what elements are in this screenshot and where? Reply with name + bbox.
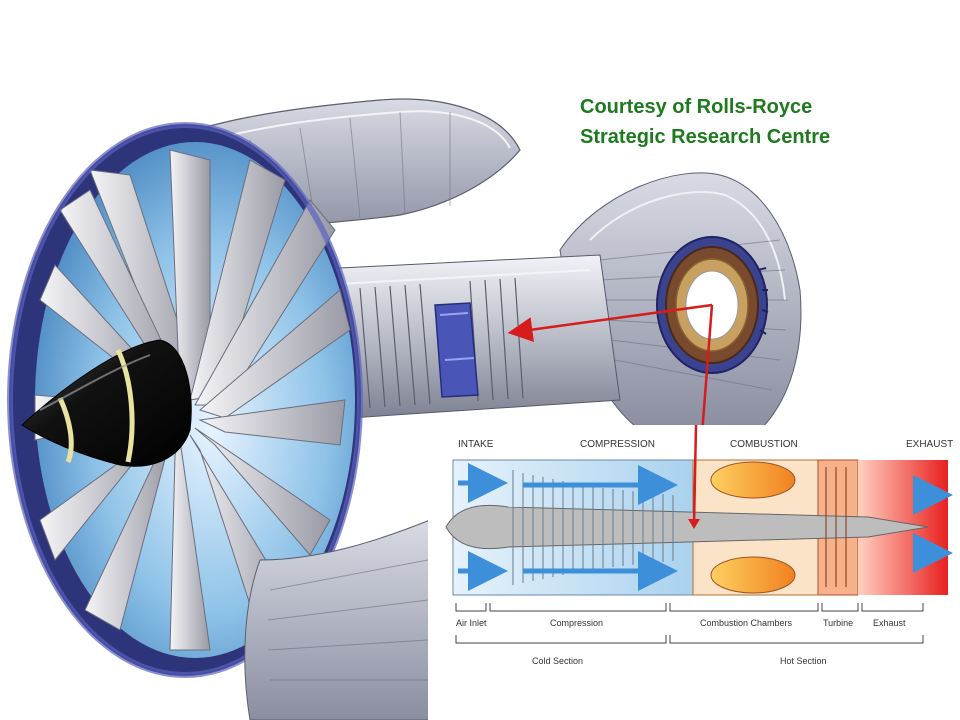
nose-cone [21, 339, 192, 467]
pointer-arrow-head [688, 519, 700, 529]
combustor-ring-illustration [656, 236, 769, 374]
stage-label-compression: COMPRESSION [580, 439, 655, 450]
section-label-combustion-chambers: Combustion Chambers [700, 618, 793, 628]
stage-label-exhaust: EXHAUST [906, 439, 953, 450]
credit-text: Courtesy of Rolls-Royce Strategic Resear… [580, 92, 830, 152]
core-casing [299, 254, 621, 421]
credit-line-2: Strategic Research Centre [580, 126, 831, 148]
section-label-turbine: Turbine [823, 618, 853, 628]
credit-line-1: Courtesy of Rolls-Royce [580, 96, 813, 118]
stage-label-combustion: COMBUSTION [730, 439, 798, 450]
group-label-hot-section: Hot Section [780, 656, 827, 666]
section-label-compression: Compression [550, 618, 603, 628]
section-label-air-inlet: Air Inlet [456, 618, 487, 628]
pointer-arrow-inset [692, 425, 698, 526]
stage-label-intake: INTAKE [458, 439, 494, 450]
section-brackets [455, 603, 924, 644]
group-label-cold-section: Cold Section [532, 656, 583, 666]
engine-schematic-inset: INTAKE COMPRESSION COMBUSTION EXHAUST [428, 425, 960, 720]
schematic-body [445, 459, 953, 596]
section-label-exhaust: Exhaust [873, 618, 906, 628]
